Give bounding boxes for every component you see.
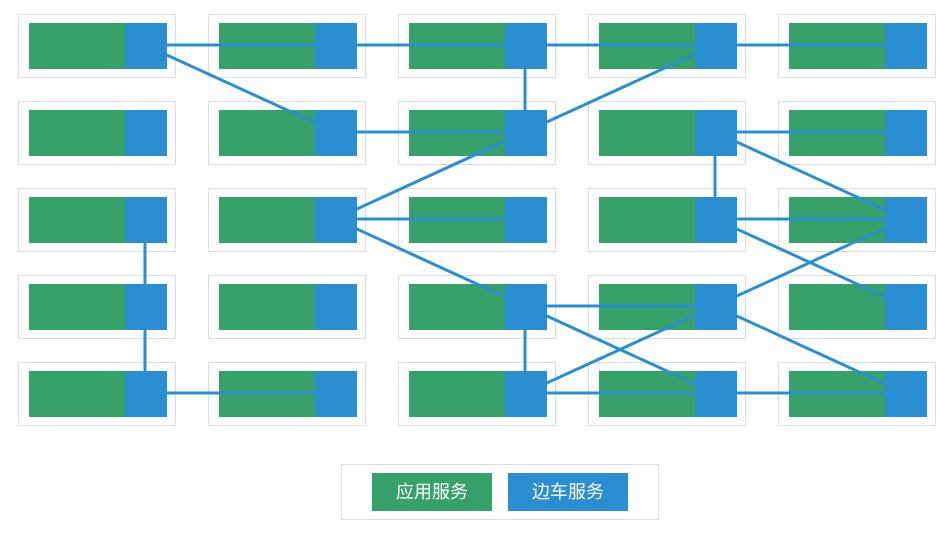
sidecar-rect: [695, 110, 737, 156]
service-node-1-0: [18, 101, 176, 165]
app-service-rect: [409, 23, 505, 69]
app-service-rect: [29, 23, 125, 69]
sidecar-rect: [505, 197, 547, 243]
sidecar-rect: [315, 110, 357, 156]
app-service-rect: [789, 371, 885, 417]
sidecar-rect: [125, 197, 167, 243]
service-node-2-3: [588, 188, 746, 252]
sidecar-rect: [885, 197, 927, 243]
sidecar-rect: [315, 284, 357, 330]
sidecar-rect: [885, 371, 927, 417]
sidecar-rect: [505, 23, 547, 69]
sidecar-rect: [505, 284, 547, 330]
service-node-3-3: [588, 275, 746, 339]
service-node-3-4: [778, 275, 936, 339]
legend-app-service: 应用服务: [372, 473, 492, 511]
app-service-rect: [29, 197, 125, 243]
service-node-4-1: [208, 362, 366, 426]
service-node-1-4: [778, 101, 936, 165]
sidecar-rect: [695, 23, 737, 69]
service-node-4-3: [588, 362, 746, 426]
service-node-4-0: [18, 362, 176, 426]
app-service-rect: [409, 284, 505, 330]
service-node-1-3: [588, 101, 746, 165]
app-service-rect: [599, 197, 695, 243]
legend-app-label: 应用服务: [396, 482, 468, 502]
sidecar-rect: [125, 110, 167, 156]
app-service-rect: [219, 23, 315, 69]
legend: 应用服务 边车服务: [341, 464, 659, 520]
service-node-0-0: [18, 14, 176, 78]
service-node-2-1: [208, 188, 366, 252]
app-service-rect: [409, 197, 505, 243]
legend-sidecar-label: 边车服务: [532, 482, 604, 502]
service-node-2-2: [398, 188, 556, 252]
app-service-rect: [219, 110, 315, 156]
app-service-rect: [599, 371, 695, 417]
service-node-1-2: [398, 101, 556, 165]
sidecar-rect: [315, 371, 357, 417]
sidecar-rect: [505, 371, 547, 417]
app-service-rect: [789, 197, 885, 243]
sidecar-rect: [885, 110, 927, 156]
sidecar-rect: [695, 197, 737, 243]
sidecar-rect: [125, 284, 167, 330]
service-node-0-1: [208, 14, 366, 78]
service-node-3-2: [398, 275, 556, 339]
sidecar-rect: [315, 23, 357, 69]
service-node-2-4: [778, 188, 936, 252]
service-node-2-0: [18, 188, 176, 252]
app-service-rect: [29, 371, 125, 417]
sidecar-rect: [315, 197, 357, 243]
service-node-3-0: [18, 275, 176, 339]
sidecar-rect: [125, 23, 167, 69]
app-service-rect: [599, 110, 695, 156]
app-service-rect: [219, 371, 315, 417]
app-service-rect: [599, 284, 695, 330]
app-service-rect: [29, 284, 125, 330]
sidecar-rect: [695, 371, 737, 417]
service-node-1-1: [208, 101, 366, 165]
app-service-rect: [789, 23, 885, 69]
sidecar-rect: [505, 110, 547, 156]
app-service-rect: [219, 197, 315, 243]
service-node-0-4: [778, 14, 936, 78]
sidecar-rect: [885, 23, 927, 69]
sidecar-rect: [695, 284, 737, 330]
service-node-0-2: [398, 14, 556, 78]
app-service-rect: [409, 110, 505, 156]
app-service-rect: [789, 110, 885, 156]
app-service-rect: [219, 284, 315, 330]
service-node-4-4: [778, 362, 936, 426]
app-service-rect: [29, 110, 125, 156]
service-node-4-2: [398, 362, 556, 426]
sidecar-rect: [885, 284, 927, 330]
sidecar-rect: [125, 371, 167, 417]
app-service-rect: [409, 371, 505, 417]
app-service-rect: [599, 23, 695, 69]
service-node-0-3: [588, 14, 746, 78]
legend-sidecar-service: 边车服务: [508, 473, 628, 511]
service-node-3-1: [208, 275, 366, 339]
app-service-rect: [789, 284, 885, 330]
